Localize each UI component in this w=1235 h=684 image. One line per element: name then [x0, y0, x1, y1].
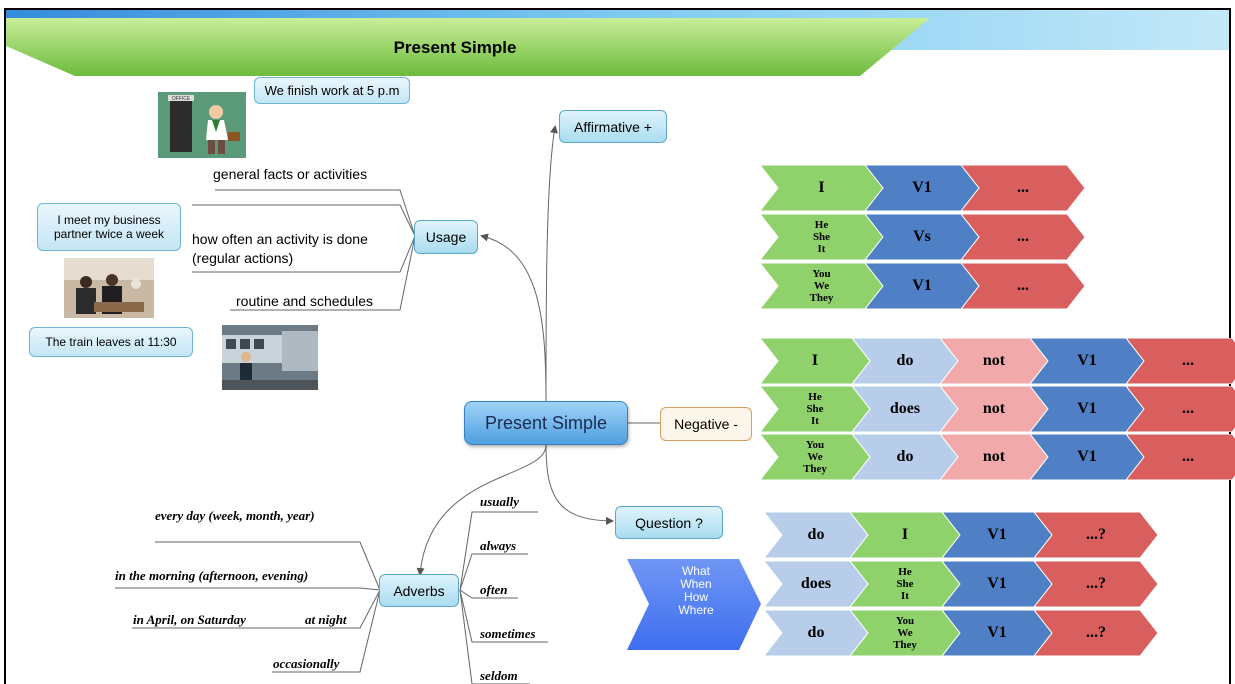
adverb-always: always [480, 538, 517, 553]
adverb-often: often [480, 582, 508, 597]
office-worker-picture: OFFICE [158, 92, 246, 158]
usage-regular-actions: (regular actions) [192, 250, 294, 266]
question-words-arrow: What When How Where [627, 557, 763, 652]
negative-cell-r2-c3: V1 [1030, 434, 1144, 480]
negative-cell-r1-c3: V1 [1030, 386, 1144, 432]
title-banner [6, 10, 1229, 76]
negative-cell-r1-c4: ... [1126, 386, 1235, 432]
topic-question[interactable]: Question ? [615, 506, 723, 539]
business-meeting-picture [64, 258, 154, 318]
note-train: The train leaves at 11:30 [29, 327, 193, 357]
question-cell-r1-c2: V1 [942, 561, 1052, 607]
note-finish-work: We finish work at 5 p.m [254, 77, 410, 104]
topic-affirmative[interactable]: Affirmative + [559, 110, 667, 143]
adverb-sometimes: sometimes [480, 626, 536, 641]
affirmative-cell-r0-c2: ... [961, 165, 1085, 211]
negative-cell-r0-c3: V1 [1030, 338, 1144, 384]
usage-routine: routine and schedules [236, 293, 373, 309]
negative-cell-r0-c2: not [940, 338, 1048, 384]
question-cell-r2-c0: do [764, 610, 868, 656]
adverb-occasionally: occasionally [273, 656, 340, 671]
topic-negative[interactable]: Negative - [660, 407, 752, 441]
question-cell-r2-c3: ...? [1034, 610, 1158, 656]
topic-adverbs[interactable]: Adverbs [379, 574, 459, 607]
note-meet-partner: I meet my business partner twice a week [37, 203, 181, 251]
train-station-picture [222, 325, 318, 390]
affirmative-cell-r1-c2: ... [961, 214, 1085, 260]
question-cell-r1-c0: does [764, 561, 868, 607]
negative-cell-r0-c4: ... [1126, 338, 1235, 384]
negative-cell-r1-c1: does [852, 386, 958, 432]
adverb-every-day: every day (week, month, year) [155, 508, 315, 523]
central-topic[interactable]: Present Simple [464, 401, 628, 445]
question-cell-r0-c0: do [764, 512, 868, 558]
affirmative-cell-r0-c1: V1 [865, 165, 979, 211]
question-cell-r1-c3: ...? [1034, 561, 1158, 607]
negative-cell-r0-c0: I [760, 338, 870, 384]
affirmative-cell-r1-c1: Vs [865, 214, 979, 260]
adverb-in-the-morning: in the morning (afternoon, evening) [115, 568, 309, 583]
negative-cell-r0-c1: do [852, 338, 958, 384]
negative-cell-r2-c2: not [940, 434, 1048, 480]
affirmative-cell-r2-c2: ... [961, 263, 1085, 309]
question-words-text: What When How Where [678, 564, 714, 617]
negative-cell-r2-c1: do [852, 434, 958, 480]
adverb-at-night: at night [305, 612, 347, 627]
adverb-usually: usually [480, 494, 520, 509]
negative-cell-r2-c4: ... [1126, 434, 1235, 480]
negative-cell-r1-c2: not [940, 386, 1048, 432]
adverb-seldom: seldom [480, 668, 518, 683]
question-cell-r0-c2: V1 [942, 512, 1052, 558]
topic-usage[interactable]: Usage [414, 220, 478, 254]
question-cell-r0-c3: ...? [1034, 512, 1158, 558]
page-title: Present Simple [393, 38, 517, 57]
office-sign-text: OFFICE [172, 96, 191, 102]
question-cell-r0-c1: I [850, 512, 960, 558]
usage-general-facts: general facts or activities [213, 166, 368, 182]
question-cell-r2-c2: V1 [942, 610, 1052, 656]
affirmative-cell-r2-c1: V1 [865, 263, 979, 309]
adverb-in-april: in April, on Saturday [133, 612, 246, 627]
affirmative-cell-r0-c0: I [760, 165, 883, 211]
usage-how-often: how often an activity is done [192, 231, 368, 247]
